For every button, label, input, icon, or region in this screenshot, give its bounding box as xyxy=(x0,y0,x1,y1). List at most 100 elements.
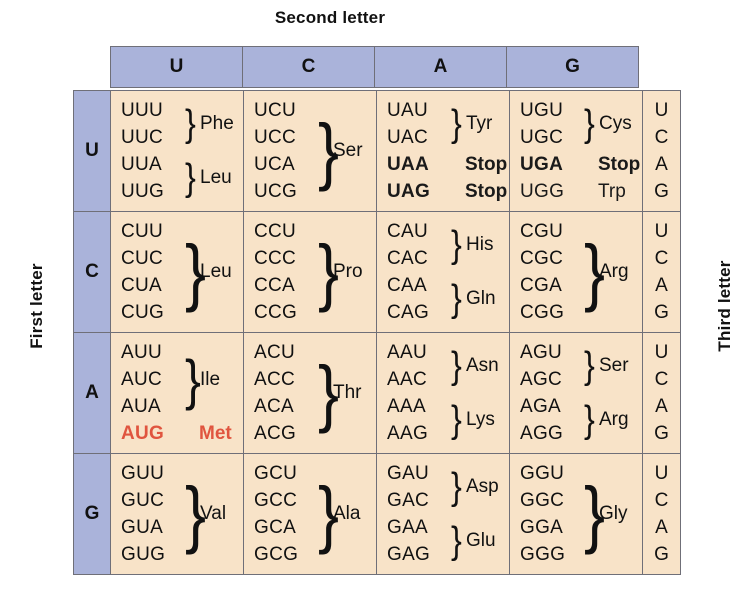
amino-acid-label: Phe xyxy=(200,113,234,134)
codon: AAU xyxy=(387,342,427,363)
codon: AGA xyxy=(520,396,562,417)
amino-acid-label: Val xyxy=(200,503,227,524)
codon: UGG xyxy=(520,181,565,202)
codon-list: CUU CUC CUA CUG xyxy=(121,218,183,326)
amino-acid-label: Ser xyxy=(333,140,363,161)
third-letter: U xyxy=(654,100,669,121)
codon-list: UUU UUC xyxy=(121,97,183,151)
codon-stop-UAA: UAA Stop xyxy=(387,151,509,178)
codon: GGA xyxy=(520,517,564,538)
codon: AAC xyxy=(387,369,427,390)
second-letter-caption: Second letter xyxy=(274,8,386,27)
codon: CGU xyxy=(520,221,564,242)
codon: GGC xyxy=(520,490,565,511)
third-letter: A xyxy=(655,396,668,417)
codon: AUA xyxy=(121,396,161,417)
amino-acid-label: Leu xyxy=(200,167,232,188)
codon-group-Tyr: UAU UAC } Tyr xyxy=(387,97,509,151)
codon: ACC xyxy=(254,369,296,390)
codon: CGA xyxy=(520,275,563,296)
cell-CU: CUU CUC CUA CUG } Leu xyxy=(110,211,244,333)
third-letter-column-G: U C A G xyxy=(642,453,681,575)
third-letter: A xyxy=(655,517,668,538)
codon: UAA xyxy=(387,154,430,175)
amino-acid-label: Pro xyxy=(333,261,363,282)
codon: AUU xyxy=(121,342,163,363)
codon: UCU xyxy=(254,100,297,121)
codon-list: UAU UAC xyxy=(387,97,449,151)
codon-list: AUU AUC AUA xyxy=(121,339,183,420)
table-row-U: U UUU UUC } Phe UUA UUG xyxy=(73,90,681,212)
codon-group-Ser: UCU UCC UCA UCG } Ser xyxy=(254,97,376,205)
codon: UAU xyxy=(387,100,429,121)
codon: ACA xyxy=(254,396,294,417)
codon-list: UUA UUG xyxy=(121,151,183,205)
amino-acid-label: Ala xyxy=(333,503,361,524)
codon: UUU xyxy=(121,100,164,121)
cell-CA: CAU CAC } His CAA CAG } Gln xyxy=(376,211,510,333)
codon: CUA xyxy=(121,275,163,296)
codon-list: GCU GCC GCA GCG xyxy=(254,460,316,568)
codon: GCC xyxy=(254,490,298,511)
third-letter: C xyxy=(654,490,669,511)
amino-acid-label: Ser xyxy=(599,355,629,376)
codon: UCC xyxy=(254,127,297,148)
third-letter: C xyxy=(654,248,669,269)
codon: GUA xyxy=(121,517,164,538)
codon-group-Lys: AAA AAG } Lys xyxy=(387,393,509,447)
codon: AAG xyxy=(387,423,429,444)
codon: ACG xyxy=(254,423,297,444)
row-label-G: G xyxy=(73,453,111,575)
amino-acid-label: Ile xyxy=(200,368,221,390)
codon-list: GAU GAC xyxy=(387,460,449,514)
codon-group-Glu: GAA GAG } Glu xyxy=(387,514,509,568)
codon: GGG xyxy=(520,544,566,565)
amino-acid-label: His xyxy=(466,234,494,255)
third-letter: G xyxy=(654,544,669,565)
codon: CCG xyxy=(254,302,298,323)
codon: UGC xyxy=(520,127,564,148)
amino-acid-label: Glu xyxy=(466,530,496,551)
codon-list: AAA AAG xyxy=(387,393,449,447)
codon-list: CAA CAG xyxy=(387,272,449,326)
cell-CG: CGU CGC CGA CGG } Arg xyxy=(509,211,643,333)
codon-group-Ser: AGU AGC } Ser xyxy=(520,339,642,393)
codon-group-Phe: UUU UUC } Phe xyxy=(121,97,243,151)
cell-GC: GCU GCC GCA GCG } Ala xyxy=(243,453,377,575)
cell-AG: AGU AGC } Ser AGA AGG } Arg xyxy=(509,332,643,454)
codon: UUG xyxy=(121,181,165,202)
codon-start-AUG: AUG Met xyxy=(121,420,243,447)
third-letter-column-C: U C A G xyxy=(642,211,681,333)
codon: CUG xyxy=(121,302,165,323)
amino-acid-label: Asp xyxy=(466,476,499,497)
codon: CAC xyxy=(387,248,429,269)
third-letter: G xyxy=(654,302,669,323)
codon: AAA xyxy=(387,396,426,417)
column-header-G: G xyxy=(506,46,639,88)
codon: GUG xyxy=(121,544,166,565)
amino-acid-label: Tyr xyxy=(466,113,493,134)
cell-UA: UAU UAC } Tyr UAA Stop UAG Stop xyxy=(376,90,510,212)
codon-list: UGU UGC xyxy=(520,97,582,151)
stop-label: Stop xyxy=(465,181,508,202)
stop-label: Stop xyxy=(465,154,508,175)
codon-group-Gln: CAA CAG } Gln xyxy=(387,272,509,326)
row-label-C: C xyxy=(73,211,111,333)
cell-UC: UCU UCC UCA UCG } Ser xyxy=(243,90,377,212)
codon-group-Cys: UGU UGC } Cys xyxy=(520,97,642,151)
cell-AC: ACU ACC ACA ACG } Thr xyxy=(243,332,377,454)
codon: CCU xyxy=(254,221,297,242)
codon: GAG xyxy=(387,544,431,565)
codon: GAA xyxy=(387,517,429,538)
amino-acid-label: Trp xyxy=(598,181,626,202)
amino-acid-label: Leu xyxy=(200,261,232,282)
codon-group-Thr: ACU ACC ACA ACG } Thr xyxy=(254,339,376,447)
codon-list: CAU CAC xyxy=(387,218,449,272)
codon: AGC xyxy=(520,369,563,390)
codon-list: AAU AAC xyxy=(387,339,449,393)
codon: ACU xyxy=(254,342,296,363)
codon: AUC xyxy=(121,369,163,390)
codon-table-body: U UUU UUC } Phe UUA UUG xyxy=(73,90,681,575)
third-letter: U xyxy=(654,221,669,242)
codon-list: CCU CCC CCA CCG xyxy=(254,218,316,326)
